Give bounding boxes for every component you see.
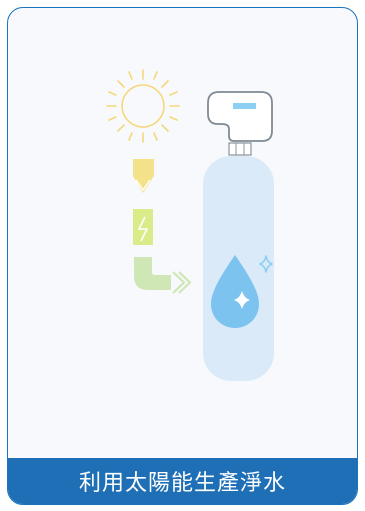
sun-icon (107, 70, 179, 142)
solar-water-card: 利用太陽能生產淨水 (7, 7, 358, 505)
caption-bar: 利用太陽能生產淨水 (8, 458, 357, 504)
caption-text: 利用太陽能生產淨水 (79, 465, 286, 497)
chevron-down-arrow-icon (133, 159, 154, 193)
battery-lightning-icon (133, 209, 153, 245)
solar-water-illustration (8, 8, 358, 463)
pipe-arrow-icon (134, 257, 190, 293)
water-filter-tank-icon (203, 92, 274, 381)
